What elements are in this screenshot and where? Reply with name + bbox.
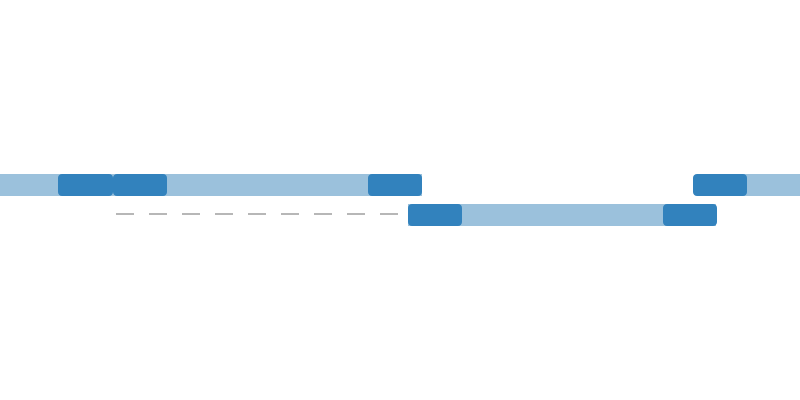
dashed-connector-line [116, 213, 403, 215]
bottom-lane-handle-2[interactable] [663, 204, 717, 226]
top-lane-handle-4[interactable] [693, 174, 747, 196]
top-lane-handle-2[interactable] [113, 174, 167, 196]
top-lane-handle-1[interactable] [58, 174, 113, 196]
bottom-lane-handle-1[interactable] [408, 204, 462, 226]
bottom-lane-track [408, 204, 716, 226]
top-lane-handle-3[interactable] [368, 174, 422, 196]
